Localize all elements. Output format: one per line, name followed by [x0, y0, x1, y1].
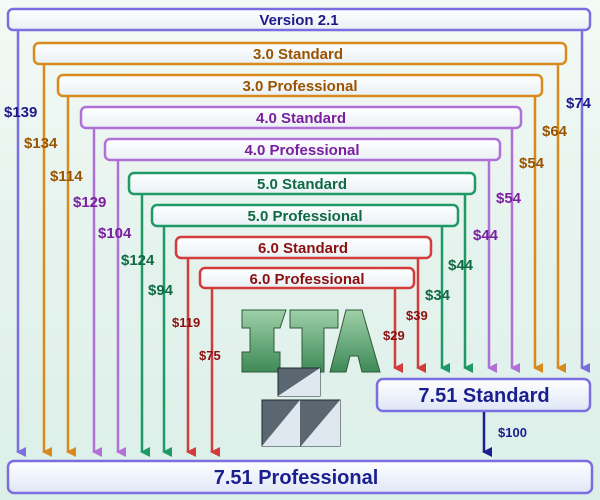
version-box-5-0-professional: 5.0 Professional — [150, 203, 460, 228]
professional-target-box: 7.51 Professional — [6, 459, 594, 495]
version-box-3-0-standard: 3.0 Standard — [32, 41, 568, 66]
version-box-label: 6.0 Standard — [258, 240, 348, 257]
price-label: $94 — [148, 282, 174, 299]
price-label: $119 — [172, 315, 200, 330]
price-label: $129 — [73, 194, 106, 211]
version-box-4-0-professional: 4.0 Professional — [103, 137, 502, 162]
version-box-label: 4.0 Standard — [256, 110, 346, 127]
arrows-to-standard — [393, 30, 590, 373]
standard-target-box: 7.51 Standard — [375, 377, 592, 413]
version-box-6-0-standard: 6.0 Standard — [174, 235, 433, 260]
price-label: $54 — [496, 190, 522, 207]
price-label: $44 — [448, 257, 474, 274]
version-box-label: 5.0 Standard — [257, 176, 347, 193]
prices-to-standard: $74 $64 $54 $54 $44 $44 $34 $39 $29 — [383, 95, 592, 343]
price-label: $44 — [473, 227, 499, 244]
logo-graphic — [241, 309, 381, 447]
version-box-label: 4.0 Professional — [244, 142, 359, 159]
price-label: $124 — [121, 252, 155, 269]
version-box-4-0-standard: 4.0 Standard — [79, 105, 523, 130]
prices-to-professional: $139 $134 $114 $129 $104 $124 $94 $119 $… — [4, 104, 221, 363]
price-label: $139 — [4, 104, 37, 121]
version-box-label: Version 2.1 — [259, 12, 338, 29]
version-box-6-0-professional: 6.0 Professional — [198, 266, 416, 290]
arrows-to-professional — [16, 30, 220, 457]
price-label: $114 — [50, 168, 83, 185]
price-label: $74 — [566, 95, 592, 112]
price-label: $34 — [425, 287, 451, 304]
price-label: $104 — [98, 225, 132, 242]
version-box-3-0-professional: 3.0 Professional — [56, 73, 544, 98]
version-box-label: 3.0 Standard — [253, 46, 343, 63]
price-label: $64 — [542, 123, 568, 140]
price-label: $29 — [383, 328, 405, 343]
standard-target-label: 7.51 Standard — [418, 385, 549, 407]
standard-to-professional-arrow: $100 — [482, 412, 527, 457]
version-box-2-1: Version 2.1 — [6, 7, 592, 32]
version-box-label: 6.0 Professional — [249, 271, 364, 288]
price-label: $134 — [24, 135, 58, 152]
professional-target-label: 7.51 Professional — [214, 467, 379, 489]
price-label: $39 — [406, 308, 428, 323]
version-boxes: Version 2.1 3.0 Standard 3.0 Professiona… — [6, 7, 592, 290]
price-label: $54 — [519, 155, 545, 172]
version-box-label: 5.0 Professional — [247, 208, 362, 225]
price-label: $75 — [199, 348, 221, 363]
version-box-5-0-standard: 5.0 Standard — [127, 171, 477, 196]
version-box-label: 3.0 Professional — [242, 78, 357, 95]
price-label: $100 — [498, 425, 527, 440]
